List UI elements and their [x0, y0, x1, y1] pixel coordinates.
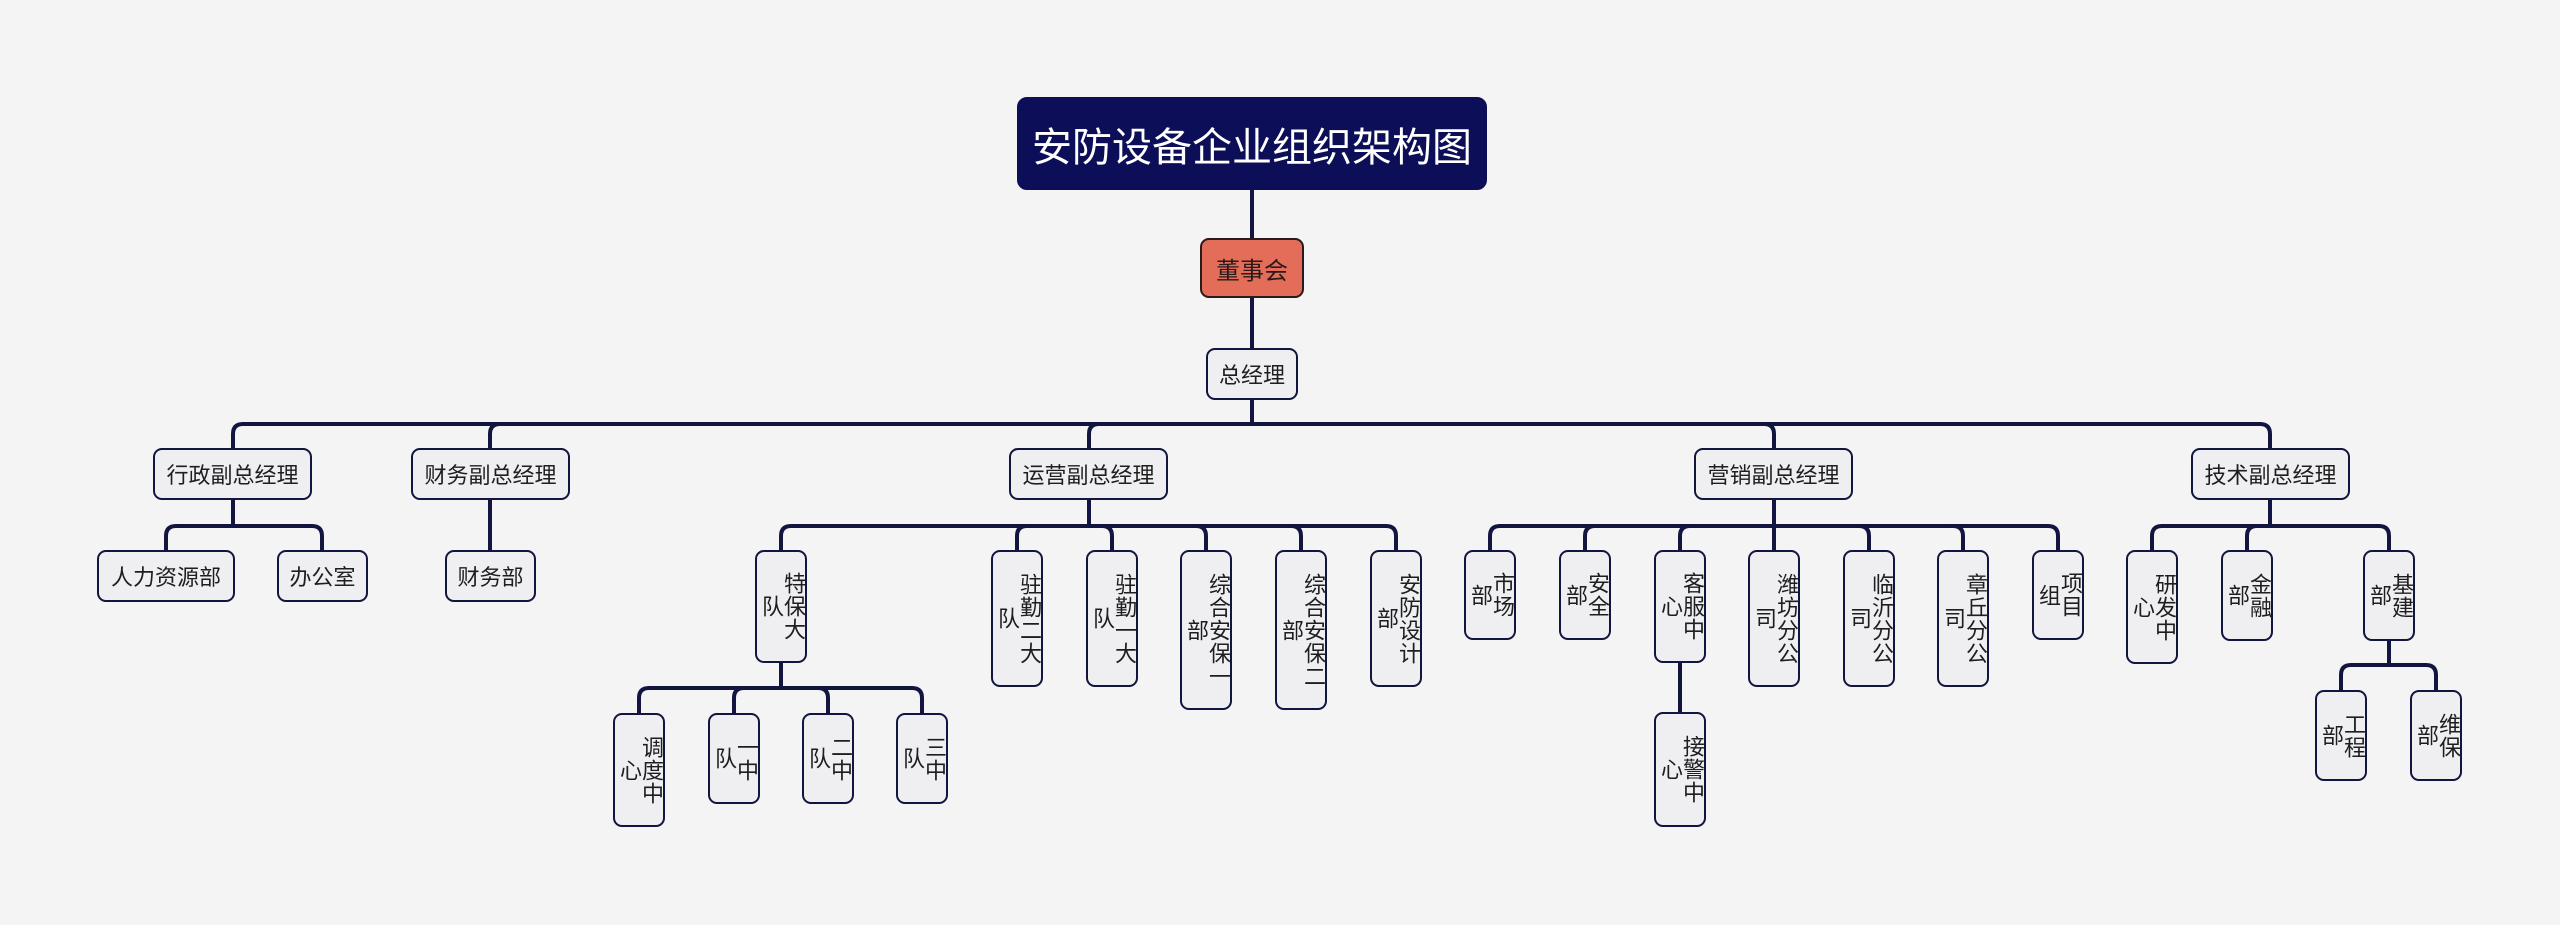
node-market-dept[interactable]: 市场部	[1464, 550, 1516, 640]
operations-drop	[1289, 524, 1303, 552]
node-squad-3[interactable]: 三中队	[896, 713, 948, 804]
node-finance-dept[interactable]: 财务部	[445, 550, 536, 602]
node-safety-dept[interactable]: 安全部	[1559, 550, 1611, 640]
node-rd-center[interactable]: 研发中心	[2126, 550, 2178, 664]
node-ceo[interactable]: 总经理	[1206, 348, 1298, 400]
node-infrastructure-dept[interactable]: 基建部	[2363, 550, 2415, 641]
node-vp-admin[interactable]: 行政副总经理	[153, 448, 312, 500]
marketing-drop	[1678, 524, 1692, 552]
node-hr-dept[interactable]: 人力资源部	[97, 550, 235, 602]
ceo-drop	[1087, 422, 1101, 450]
operations-drop	[1194, 524, 1208, 552]
ceo-drop	[231, 422, 245, 450]
operations-drop	[779, 524, 793, 552]
marketing-drop	[1488, 524, 1502, 552]
technology-drop	[2377, 524, 2391, 552]
node-vp-finance[interactable]: 财务副总经理	[411, 448, 570, 500]
node-security-dept-1[interactable]: 综合安保一部	[1180, 550, 1232, 710]
infrastructure-drop	[2424, 663, 2438, 692]
node-office[interactable]: 办公室	[277, 550, 368, 602]
admin-drop	[164, 524, 178, 552]
node-alarm-center[interactable]: 接警中心	[1654, 712, 1706, 827]
chart-title: 安防设备企业组织架构图	[1017, 97, 1487, 190]
node-dispatch-center[interactable]: 调度中心	[613, 713, 665, 827]
operations-drop	[1384, 524, 1398, 552]
special-guard-drop	[732, 686, 746, 715]
marketing-drop	[1583, 524, 1597, 552]
node-weifang-branch[interactable]: 潍坊分公司	[1748, 550, 1800, 687]
technology-drop	[2245, 524, 2259, 552]
ceo-drop	[488, 422, 502, 450]
node-special-guard-brigade[interactable]: 特保大队	[755, 550, 807, 663]
node-linyi-branch[interactable]: 临沂分公司	[1843, 550, 1895, 687]
special-guard-drop	[910, 686, 924, 715]
infrastructure-drop	[2339, 663, 2353, 692]
node-squad-1[interactable]: 一中队	[708, 713, 760, 804]
marketing-drop	[2046, 524, 2060, 552]
admin-drop	[310, 524, 324, 552]
node-customer-service-center[interactable]: 客服中心	[1654, 550, 1706, 663]
node-vp-marketing[interactable]: 营销副总经理	[1694, 448, 1853, 500]
node-maintenance-dept[interactable]: 维保部	[2410, 690, 2462, 781]
ceo-drop	[2258, 422, 2272, 450]
marketing-drop	[1857, 524, 1871, 552]
operations-drop	[1100, 524, 1114, 552]
node-zhangqiu-branch[interactable]: 章丘分公司	[1937, 550, 1989, 687]
node-security-dept-2[interactable]: 综合安保二部	[1275, 550, 1327, 710]
node-resident-brigade-2[interactable]: 驻勤二大队	[991, 550, 1043, 687]
technology-drop	[2150, 524, 2164, 552]
node-security-design-dept[interactable]: 安防设计部	[1370, 550, 1422, 687]
node-resident-brigade-1[interactable]: 驻勤一大队	[1086, 550, 1138, 687]
special-guard-drop	[637, 686, 651, 715]
node-board[interactable]: 董事会	[1200, 238, 1304, 298]
node-vp-operations[interactable]: 运营副总经理	[1009, 448, 1168, 500]
node-finance-unit[interactable]: 金融部	[2221, 550, 2273, 641]
node-engineering-dept[interactable]: 工程部	[2315, 690, 2367, 781]
ceo-drop	[1762, 422, 1776, 450]
special-guard-drop	[816, 686, 830, 715]
node-project-team[interactable]: 项目组	[2032, 550, 2084, 640]
marketing-drop	[1951, 524, 1965, 552]
node-vp-technology[interactable]: 技术副总经理	[2191, 448, 2350, 500]
operations-drop	[1015, 524, 1029, 552]
node-squad-2[interactable]: 二中队	[802, 713, 854, 804]
